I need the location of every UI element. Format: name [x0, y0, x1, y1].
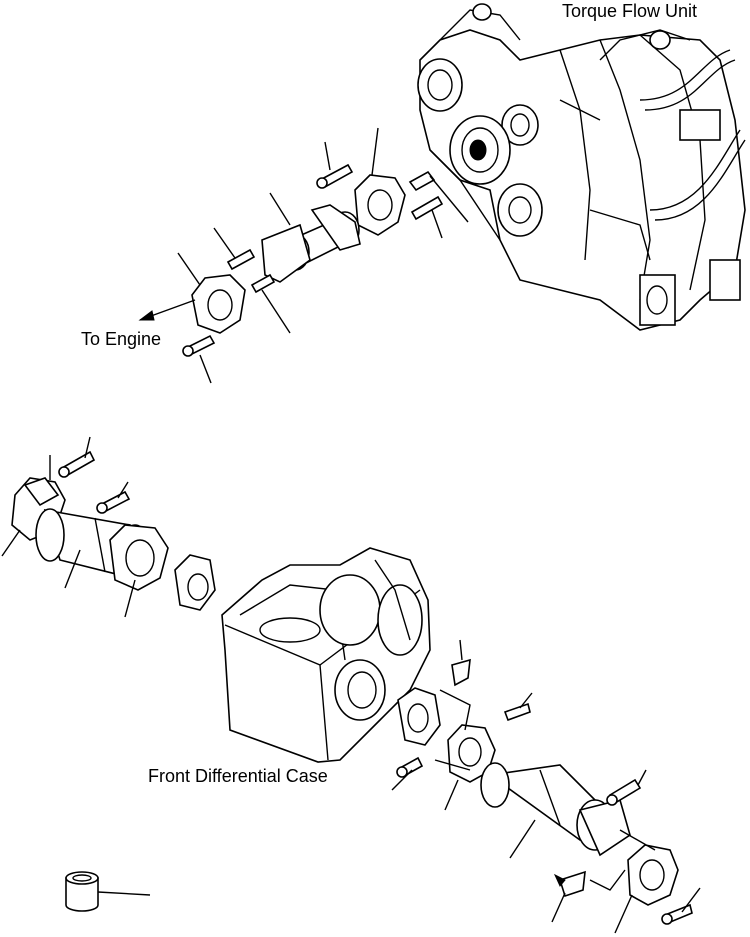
cylinder-part — [65, 871, 151, 912]
upper-leader-lines — [177, 127, 469, 384]
front-differential-case-label: Front Differential Case — [148, 766, 328, 786]
right-leader-lines — [391, 639, 701, 934]
left-leader-lines — [1, 436, 136, 618]
right-shaft-assembly — [396, 658, 693, 925]
torque-flow-unit-illustration — [417, 3, 746, 331]
upper-drive-shaft-assembly — [138, 163, 444, 357]
left-front-shaft-assembly — [11, 450, 216, 611]
to-engine-label: To Engine — [81, 329, 162, 349]
front-differential-case-illustration — [221, 547, 431, 763]
torque-flow-unit-label: Torque Flow Unit — [560, 1, 700, 21]
